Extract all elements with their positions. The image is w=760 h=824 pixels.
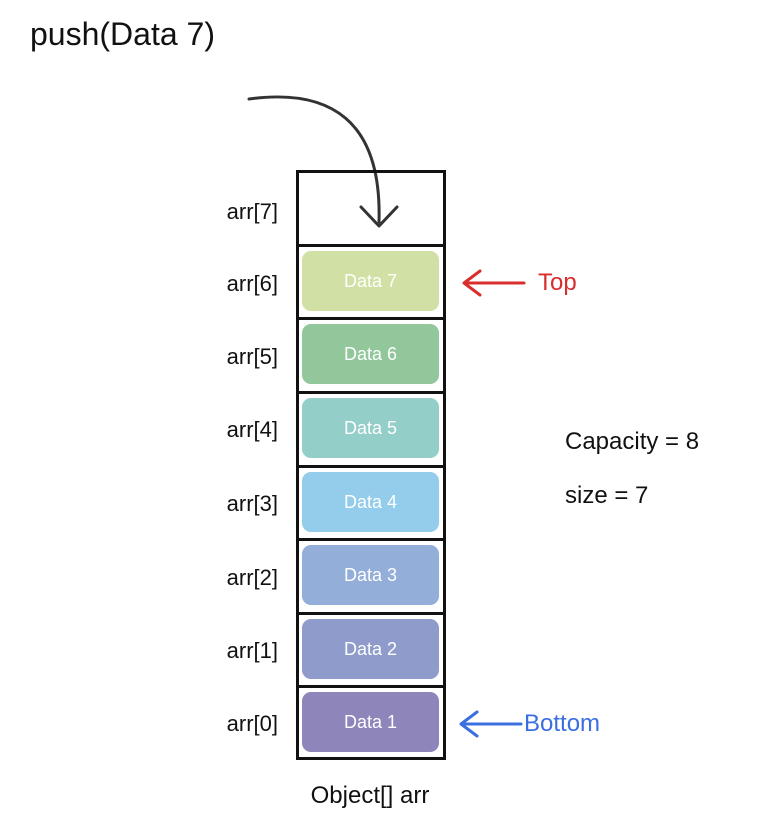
capacity-text: Capacity = 8 [565,428,700,455]
bottom-pointer-label: Bottom [524,710,601,737]
data-cell: Data 6 [302,324,439,384]
index-label-5: arr[5] [226,344,278,369]
data-cell: Data 5 [302,398,439,458]
top-arrow-icon [462,269,526,297]
slot-divider [296,685,446,688]
data-cell: Data 7 [302,251,439,311]
index-label-1: arr[1] [226,638,278,663]
slot-divider [296,465,446,468]
index-label-0: arr[0] [226,711,278,736]
index-label-3: arr[3] [226,491,278,516]
size-text: size = 7 [565,482,649,509]
data-cell: Data 3 [302,545,439,605]
slot-divider [296,538,446,541]
array-caption: Object[] arr [310,782,430,809]
slot-divider [296,612,446,615]
diagram-title: push(Data 7) [30,16,215,52]
slot-divider [296,391,446,394]
data-cell: Data 1 [302,692,439,752]
index-label-6: arr[6] [226,271,278,296]
slot-divider [296,244,446,247]
top-pointer-label: Top [538,269,577,296]
bottom-arrow-icon [459,710,523,738]
index-label-2: arr[2] [226,565,278,590]
slot-divider [296,317,446,320]
data-cell: Data 2 [302,619,439,679]
index-label-4: arr[4] [226,417,278,442]
index-label-7: arr[7] [226,199,278,224]
data-cell: Data 4 [302,472,439,532]
